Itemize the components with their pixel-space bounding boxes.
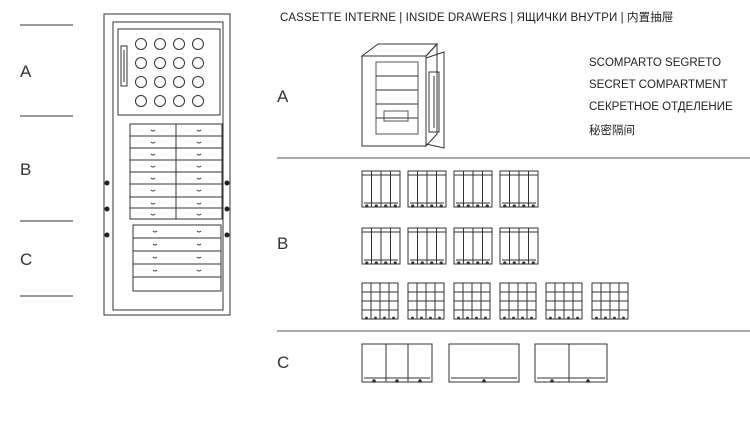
- drawer-handle: [150, 141, 156, 144]
- drawer-module-4col: [361, 227, 401, 265]
- drawer-handle: [196, 129, 202, 132]
- drawer-handle: [196, 230, 202, 233]
- drawer-handle: [150, 165, 156, 168]
- drawer-handle: [196, 165, 202, 168]
- section-label-a: A: [277, 87, 289, 106]
- drawer-module-grid: [545, 282, 583, 320]
- drawer-handle: [196, 243, 202, 246]
- diagram-title: CASSETTE INTERNE | INSIDE DRAWERS | ЯЩИЧ…: [280, 12, 674, 24]
- drawer-module-4col: [361, 170, 401, 208]
- drawer-handles: [150, 129, 202, 272]
- drawer-handle: [196, 189, 202, 192]
- zone-divider-lines: [20, 24, 73, 297]
- keypad-button: [135, 38, 147, 50]
- zone-label-b: B: [20, 160, 32, 179]
- keypad-button: [173, 76, 185, 88]
- section-label-b: B: [277, 234, 289, 253]
- drawer-handle: [150, 129, 156, 132]
- drawer-module-4col: [453, 227, 493, 265]
- drawer-module-4col: [407, 227, 447, 265]
- drawer-handle: [150, 202, 156, 205]
- drawer-handle: [196, 141, 202, 144]
- keypad-button: [173, 57, 185, 69]
- keypad-button: [173, 38, 185, 50]
- keypad-button: [135, 57, 147, 69]
- secret-compartment-zh: 秘密隔间: [589, 125, 635, 137]
- drawer-module-4col: [407, 170, 447, 208]
- section-label-c: C: [277, 353, 290, 372]
- keypad-button: [154, 95, 166, 107]
- drawer-handle: [150, 189, 156, 192]
- drawer-modules: [361, 170, 629, 383]
- keypad-buttons: [135, 38, 204, 107]
- keypad-button: [192, 95, 204, 107]
- drawer-module-grid: [591, 282, 629, 320]
- drawer-handle: [152, 230, 158, 233]
- drawer-module-grid: [499, 282, 537, 320]
- drawer-handle: [150, 153, 156, 156]
- keypad-button: [135, 95, 147, 107]
- drawer-module-4col: [499, 170, 539, 208]
- drawer-module-4col: [453, 170, 493, 208]
- keypad-button: [173, 95, 185, 107]
- drawer-module-grid: [361, 282, 399, 320]
- drawer-handle: [150, 213, 156, 216]
- secret-compartment-ru: СЕКРЕТНОЕ ОТДЕЛЕНИЕ: [589, 101, 733, 113]
- zone-label-c: C: [20, 250, 33, 269]
- hinge-bolts: [104, 180, 230, 238]
- safe-perspective-illustration: [360, 42, 445, 149]
- drawer-handle: [150, 177, 156, 180]
- drawer-handle: [196, 177, 202, 180]
- drawer-handle: [196, 202, 202, 205]
- drawer-handle: [196, 256, 202, 259]
- keypad-button: [154, 57, 166, 69]
- keypad-button: [192, 57, 204, 69]
- drawer-module-large: [448, 343, 520, 383]
- drawer-handle: [196, 213, 202, 216]
- drawer-module-grid: [453, 282, 491, 320]
- drawer-handle: [196, 269, 202, 272]
- keypad-button: [192, 38, 204, 50]
- drawer-handle: [196, 153, 202, 156]
- drawer-handle: [152, 243, 158, 246]
- drawer-module-large: [534, 343, 608, 383]
- drawer-module-large: [361, 343, 433, 383]
- drawer-handle: [152, 256, 158, 259]
- drawer-module-4col: [499, 227, 539, 265]
- safe-cabinet-front: [103, 13, 231, 316]
- drawer-module-grid: [407, 282, 445, 320]
- secret-compartment-en: SECRET COMPARTMENT: [589, 79, 728, 91]
- keypad-button: [154, 38, 166, 50]
- zone-label-a: A: [20, 62, 32, 81]
- drawer-handle: [152, 269, 158, 272]
- keypad-button: [192, 76, 204, 88]
- secret-compartment-it: SCOMPARTO SEGRETO: [589, 57, 722, 69]
- keypad-button: [154, 76, 166, 88]
- keypad-button: [135, 76, 147, 88]
